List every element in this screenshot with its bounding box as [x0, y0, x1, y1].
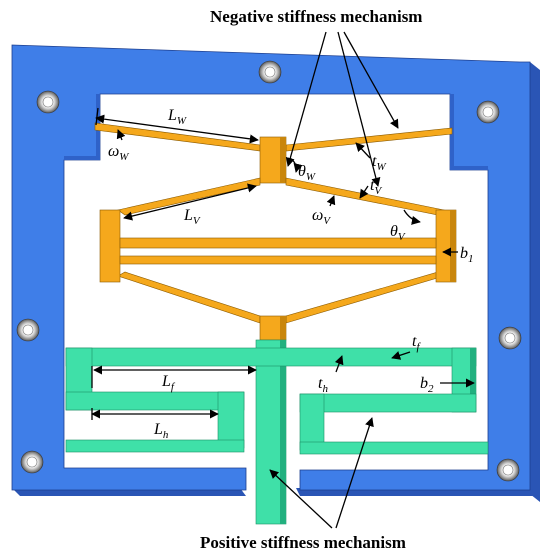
top-bar [65, 347, 477, 367]
upper-block-face [280, 137, 286, 183]
mounting-hole [20, 450, 44, 474]
label-b1: b1 [460, 245, 474, 265]
v-beam-lower-left [117, 271, 261, 324]
negative-stiffness-title: Negative stiffness mechanism [210, 7, 422, 26]
h-frame-crossbar-bottom [119, 255, 437, 265]
label-lv: LV [183, 207, 201, 227]
mounting-hole [258, 60, 282, 84]
positive-stiffness-title: Positive stiffness mechanism [200, 533, 406, 552]
mounting-hole [498, 326, 522, 350]
v-beam-lower-right [285, 271, 445, 324]
v-beam-upper-right [285, 177, 445, 216]
mounting-holes [16, 60, 522, 482]
center-stem-face [280, 340, 286, 524]
h-frame-crossbar-top [119, 237, 437, 249]
label-b2: b2 [420, 375, 434, 395]
mounting-hole [16, 318, 40, 342]
label-tv: tV [370, 177, 382, 197]
label-lh: Lh [153, 421, 169, 441]
mounting-hole [476, 100, 500, 124]
annotations [91, 31, 475, 529]
label-tw: tW [372, 153, 386, 173]
positive-stiffness-mechanism [65, 339, 489, 525]
label-tf: tf [412, 333, 421, 353]
frame-inner-face [64, 94, 100, 160]
lower-block-face [280, 316, 286, 340]
mounting-hole [496, 458, 520, 482]
label-th: th [318, 375, 328, 395]
outer-frame [11, 44, 540, 502]
frame-inner-face-right [450, 94, 488, 170]
label-theta-v: θV [390, 223, 406, 243]
label-lw: LW [167, 107, 187, 127]
mounting-hole [36, 90, 60, 114]
label-theta-w: θW [298, 163, 316, 183]
h-frame-right-face [450, 210, 456, 282]
label-omega-v: ωV [312, 207, 331, 227]
label-omega-w: ωW [108, 143, 129, 163]
frame-shade [530, 62, 540, 502]
label-lf: Lf [161, 373, 176, 393]
left-serpentine [65, 347, 245, 453]
labels: Negative stiffness mechanism LW ωW θW tW… [108, 7, 474, 552]
beam-w-right [285, 127, 453, 152]
h-frame-left-post [99, 209, 121, 283]
